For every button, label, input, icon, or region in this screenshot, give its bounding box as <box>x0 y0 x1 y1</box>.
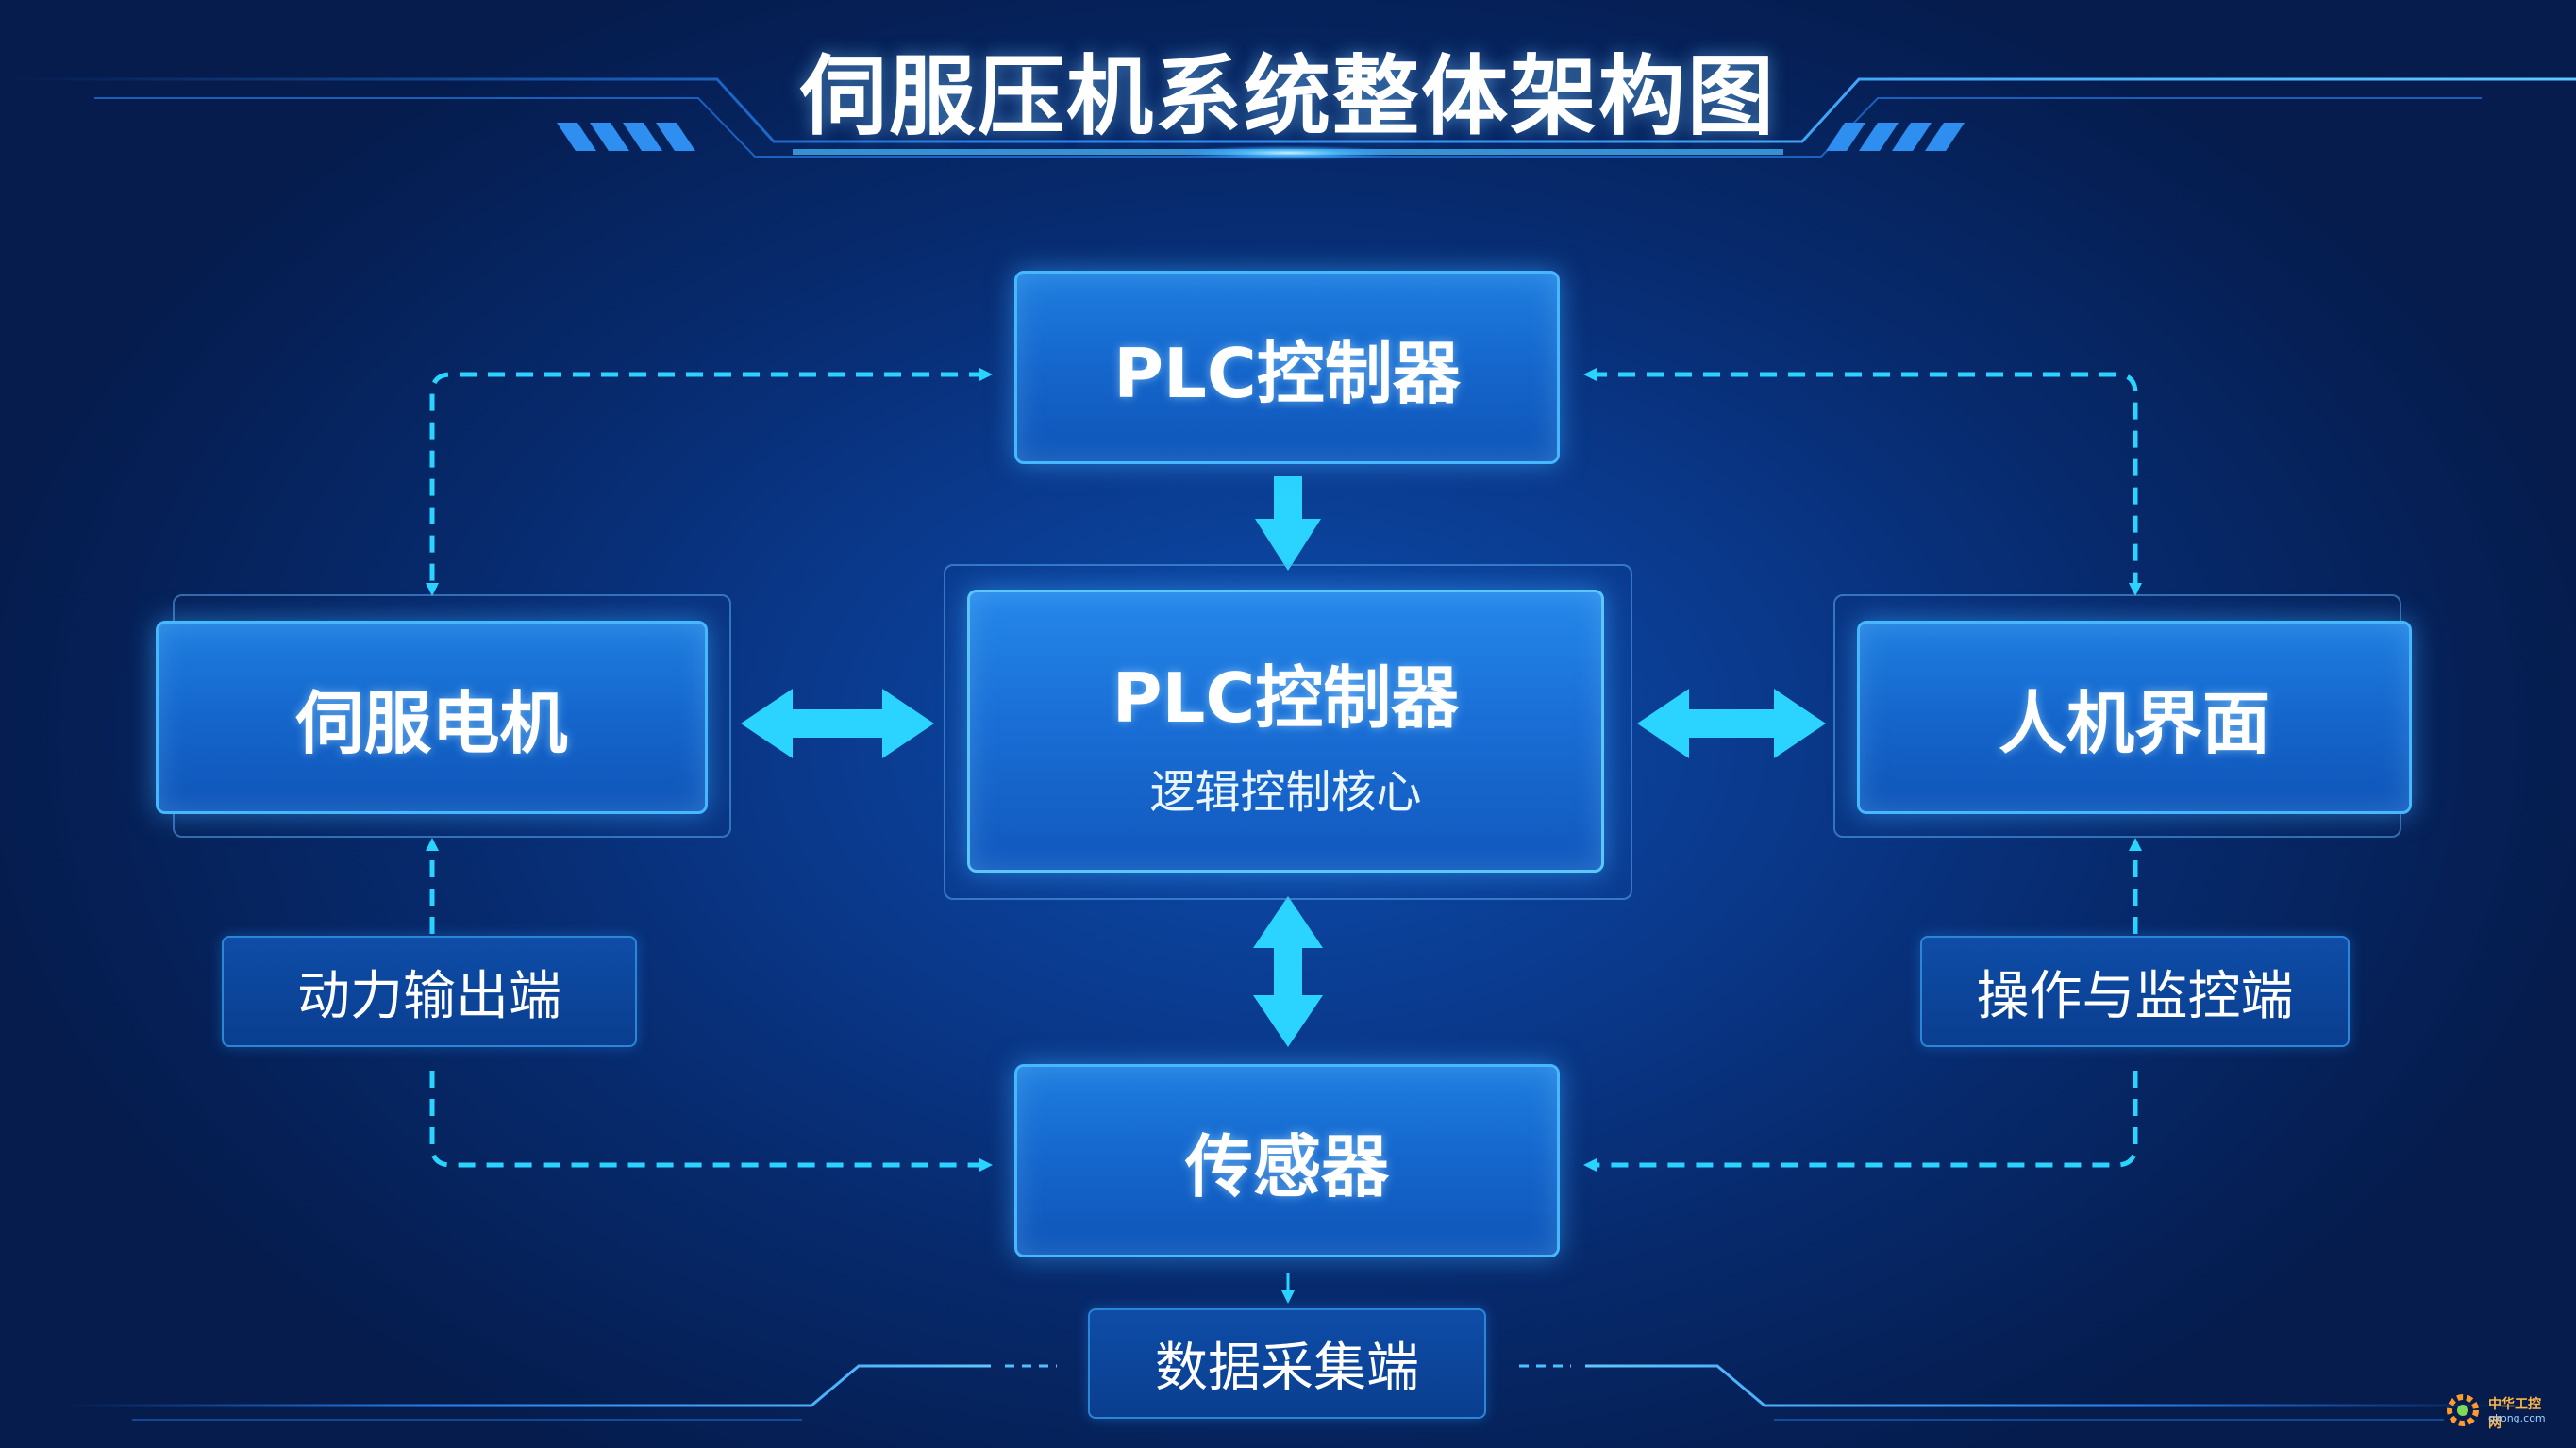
node-sensor-label: 传感器 <box>1184 1127 1389 1207</box>
connector-plc-to-servo <box>426 368 993 596</box>
watermark-text: 中华工控网 <box>2488 1397 2541 1431</box>
node-plc-center-sublabel: 逻辑控制核心 <box>1149 765 1422 819</box>
connector-operation-to-sensor <box>1583 1071 2138 1172</box>
node-sensor[interactable]: 传感器 <box>1014 1064 1560 1257</box>
watermark-url: gkong.com <box>2488 1412 2546 1424</box>
connector-power-to-sensor <box>429 1071 993 1172</box>
tag-data-acquisition-label: 数据采集端 <box>1155 1338 1419 1399</box>
center-outer-frame <box>944 564 1632 900</box>
arrow-center-hmi <box>1637 689 1826 758</box>
watermark-logo: 中华工控网 gkong.com <box>2439 1387 2552 1434</box>
arrow-servo-center <box>741 689 934 758</box>
tag-operation-monitor-label: 操作与监控端 <box>1976 965 2294 1027</box>
gear-icon <box>2447 1394 2479 1426</box>
connector-plc-to-hmi <box>1583 368 2142 596</box>
node-plc-center-label: PLC控制器 <box>1112 657 1460 738</box>
node-hmi-label: 人机界面 <box>1998 684 2270 763</box>
node-plc-top[interactable]: PLC控制器 <box>1014 271 1560 464</box>
page-title: 伺服压机系统整体架构图 <box>799 46 1776 147</box>
tag-power-output[interactable]: 动力输出端 <box>222 936 637 1047</box>
node-servo-motor[interactable]: 伺服电机 <box>156 621 708 814</box>
node-plc-top-label: PLC控制器 <box>1113 334 1461 413</box>
tag-power-output-label: 动力输出端 <box>297 965 561 1027</box>
arrow-center-sensor <box>1253 896 1323 1047</box>
dashed-connectors <box>426 368 2142 1304</box>
node-hmi[interactable]: 人机界面 <box>1857 621 2412 814</box>
header-frame <box>0 77 2576 160</box>
footer-frame <box>66 1364 2510 1421</box>
tag-operation-monitor[interactable]: 操作与监控端 <box>1920 936 2350 1047</box>
node-servo-motor-label: 伺服电机 <box>295 684 568 763</box>
arrow-plc-top-to-center <box>1255 476 1321 571</box>
solid-arrows <box>741 476 1826 1047</box>
node-plc-center[interactable]: PLC控制器 逻辑控制核心 <box>967 590 1604 873</box>
tag-data-acquisition[interactable]: 数据采集端 <box>1088 1308 1486 1419</box>
